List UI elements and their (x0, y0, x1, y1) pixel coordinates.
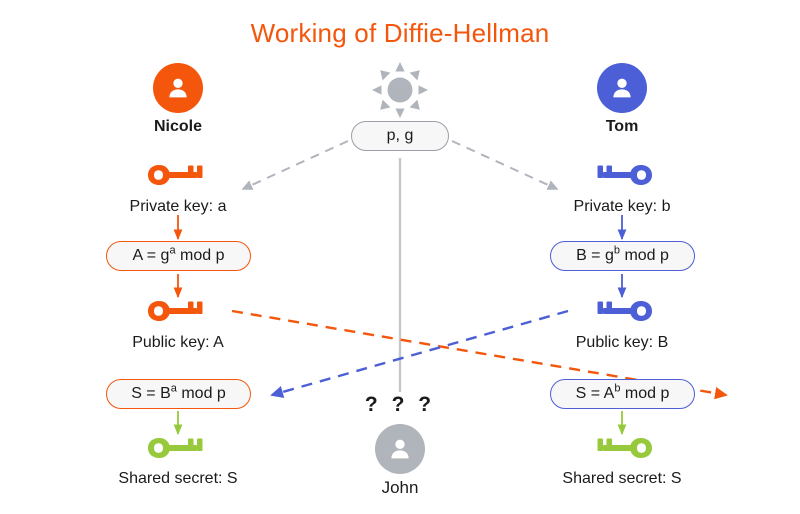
label-nicole-private-key: Private key: a (129, 198, 227, 215)
public-parameters-box: p, g (351, 121, 449, 151)
box-tom-compute-exp: b (613, 244, 620, 257)
box-tom-compute: B = gb mod p (550, 241, 695, 271)
box-tom-secret-exp: b (614, 382, 621, 395)
box-tom-secret-base: S = A (575, 385, 615, 402)
box-nicole-secret-exp: a (170, 382, 177, 395)
key-icon-tom-shared-secret (587, 431, 657, 465)
tom-public-key-to-nicole-arrow (270, 309, 569, 398)
key-icon-nicole-private (143, 158, 213, 192)
box-tom-compute-base: B = g (576, 247, 614, 264)
avatar-nicole (153, 63, 203, 113)
pg-to-nicole-arrow (241, 140, 349, 190)
label-tom-public-key: Public key: B (575, 334, 669, 351)
box-nicole-secret: S = Ba mod p (106, 379, 251, 409)
label-tom: Tom (605, 118, 639, 135)
box-nicole-secret-tail: mod p (181, 385, 226, 402)
key-icon-nicole-public (143, 294, 213, 328)
box-tom-secret-tail: mod p (624, 385, 670, 402)
question-marks: ? ? ? (364, 393, 436, 416)
label-john: John (381, 478, 419, 497)
key-icon-nicole-shared-secret (143, 431, 213, 465)
key-icon-tom-public (587, 294, 657, 328)
page-title: Working of Diffie-Hellman (250, 18, 550, 48)
label-nicole-public-key: Public key: A (132, 334, 224, 351)
box-tom-secret: S = Ab mod p (550, 379, 695, 409)
label-nicole: Nicole (153, 118, 202, 135)
box-nicole-compute-tail: mod p (180, 247, 225, 264)
label-tom-shared-secret: Shared secret: S (562, 470, 682, 487)
key-icon-tom-private (587, 158, 657, 192)
avatar-john (375, 424, 425, 474)
label-nicole-shared-secret: Shared secret: S (118, 470, 238, 487)
avatar-tom (597, 63, 647, 113)
box-nicole-secret-base: S = B (131, 385, 171, 402)
person-icon (169, 78, 187, 98)
pg-to-tom-arrow (451, 140, 559, 190)
person-icon (391, 439, 409, 459)
person-icon (613, 78, 631, 98)
sun-icon (370, 60, 430, 120)
box-nicole-compute-base: A = g (132, 247, 170, 264)
box-tom-compute-tail: mod p (624, 247, 669, 264)
box-nicole-compute-exp: a (169, 244, 176, 257)
label-tom-private-key: Private key: b (573, 198, 671, 215)
box-nicole-compute: A = ga mod p (106, 241, 251, 271)
